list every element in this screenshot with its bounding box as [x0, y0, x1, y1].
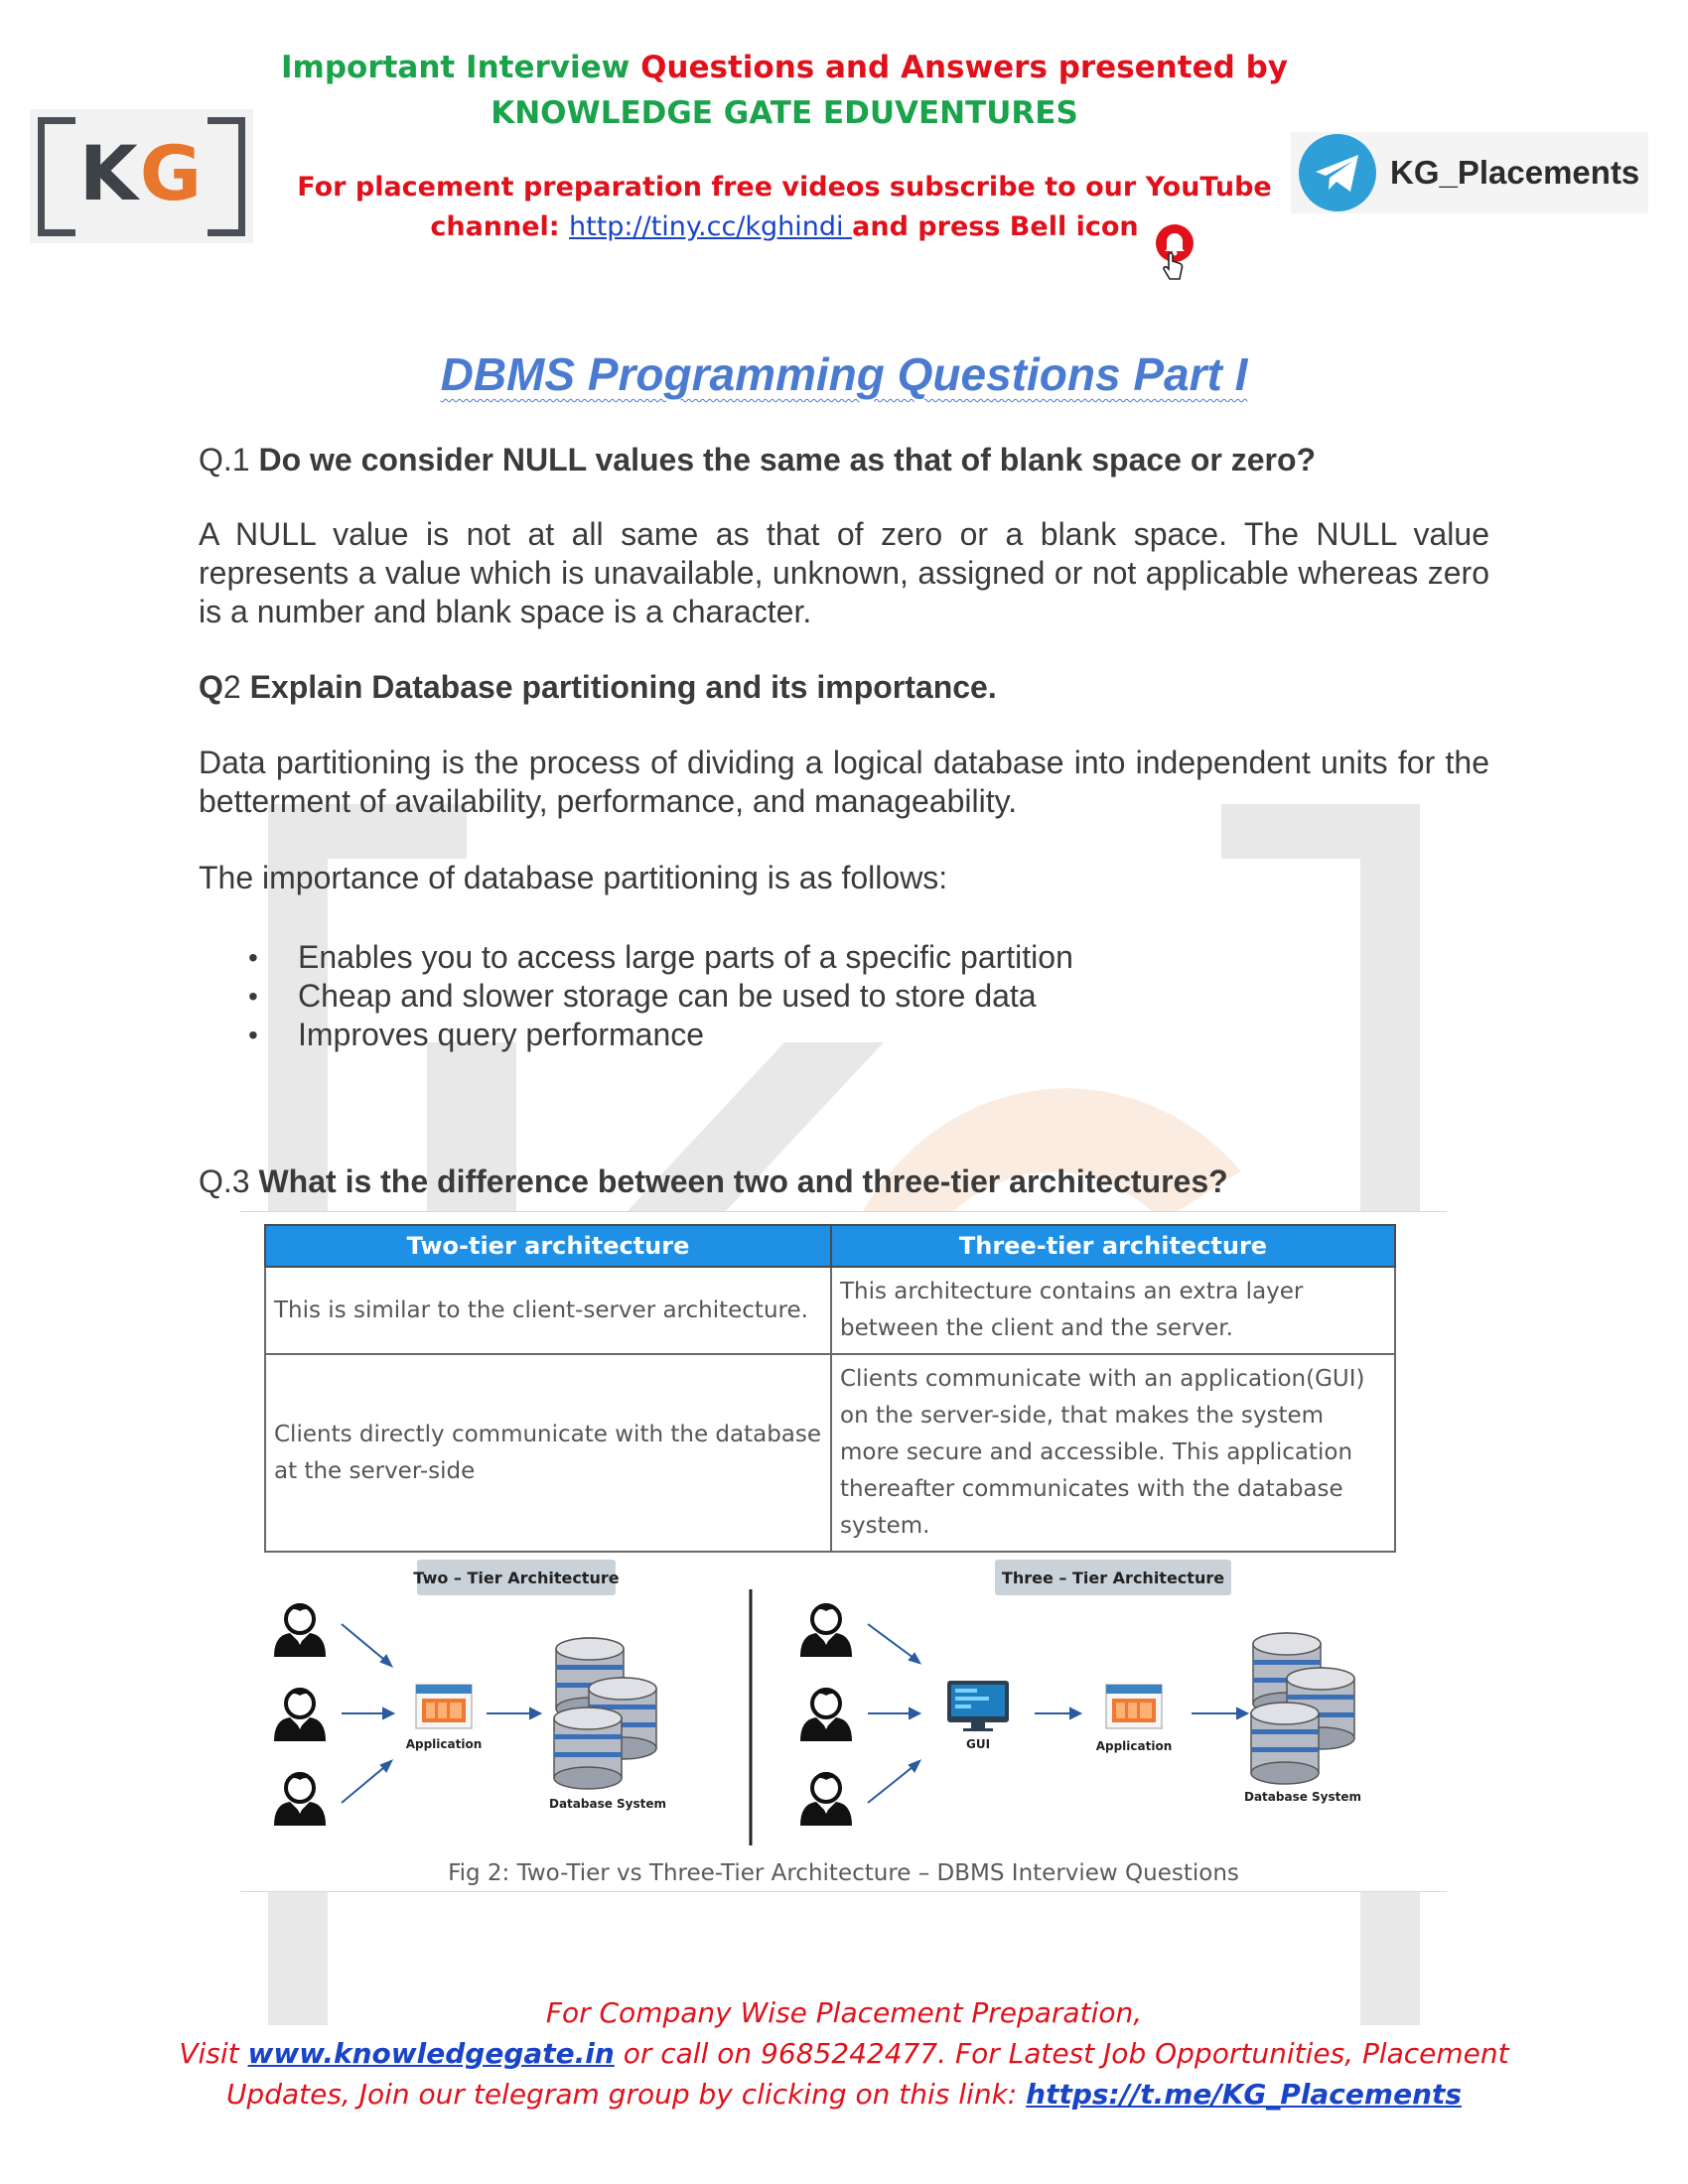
database-icon — [1250, 1702, 1320, 1785]
architecture-figure: Two-tier architecture Three-tier archite… — [240, 1211, 1447, 1892]
header-line-1-green: Important Interview — [281, 50, 641, 85]
header-line-1: Important Interview Questions and Answer… — [258, 45, 1311, 90]
user-icon — [798, 1686, 854, 1743]
bell-icon[interactable] — [1152, 223, 1197, 285]
answer-1: A NULL value is not at all same as that … — [199, 516, 1489, 629]
two-tier-banner — [417, 1560, 616, 1595]
list-item: Cheap and slower storage can be used to … — [248, 977, 1073, 1016]
youtube-link[interactable]: http://tiny.cc/kghindi — [569, 211, 853, 242]
question-3-number: Q.3 — [199, 1163, 259, 1199]
page-title: DBMS Programming Questions Part I — [440, 348, 1248, 400]
question-2-number-bold: Q — [199, 669, 223, 705]
architecture-diagram: Two – Tier Architecture Application Data… — [272, 1560, 1361, 1845]
header-line-2: KNOWLEDGE GATE EDUVENTURES — [491, 95, 1078, 131]
question-1-number: Q.1 — [199, 442, 259, 478]
table-cell: Clients directly communicate with the da… — [264, 1353, 832, 1553]
user-icon — [272, 1686, 328, 1743]
footer-line-2: Visit www.knowledgegate.in or call on 96… — [149, 2033, 1539, 2074]
figure-caption: Fig 2: Two-Tier vs Three-Tier Architectu… — [448, 1860, 1239, 1886]
footer-line-3: Updates, Join our telegram group by clic… — [149, 2074, 1539, 2115]
question-3-text: What is the difference between two and t… — [258, 1163, 1228, 1199]
question-1: Q.1 Do we consider NULL values the same … — [199, 440, 1316, 479]
logo-frame-right — [208, 117, 245, 236]
question-2-number: 2 — [222, 669, 250, 705]
logo-frame-left — [38, 117, 75, 236]
table-cell: This is similar to the client-server arc… — [264, 1266, 832, 1355]
website-link[interactable]: www.knowledgegate.in — [247, 2037, 615, 2070]
footer: For Company Wise Placement Preparation, … — [149, 1992, 1539, 2115]
table-cell: This architecture contains an extra laye… — [830, 1266, 1396, 1355]
footer-line-1: For Company Wise Placement Preparation, — [545, 1996, 1143, 2029]
database-label: Database System — [549, 1797, 666, 1811]
header-line-4: channel: http://tiny.cc/kghindi and pres… — [258, 207, 1311, 247]
architecture-comparison-table: Two-tier architecture Three-tier archite… — [264, 1224, 1396, 1553]
footer-line-3-text: Updates, Join our telegram group by clic… — [225, 2078, 1027, 2111]
telegram-icon — [1299, 134, 1376, 211]
application-label: Application — [406, 1737, 483, 1751]
header-line-3: For placement preparation free videos su… — [297, 172, 1272, 203]
database-label: Database System — [1244, 1790, 1361, 1804]
telegram-link[interactable]: https://t.me/KG_Placements — [1026, 2078, 1463, 2111]
logo-letters: KG — [30, 129, 253, 217]
question-2-text: Explain Database partitioning and its im… — [249, 669, 997, 705]
two-tier-label: Two – Tier Architecture — [413, 1569, 619, 1587]
application-label: Application — [1096, 1739, 1173, 1753]
user-icon — [798, 1770, 854, 1828]
table-header: Three-tier architecture — [830, 1224, 1396, 1268]
table-cell: Clients communicate with an application(… — [830, 1353, 1396, 1553]
table-row: Clients directly communicate with the da… — [264, 1353, 1396, 1553]
answer-2: Data partitioning is the process of divi… — [199, 745, 1489, 819]
question-1-text: Do we consider NULL values the same as t… — [258, 442, 1317, 478]
question-3: Q.3 What is the difference between two a… — [199, 1161, 1228, 1201]
three-tier-label: Three – Tier Architecture — [1002, 1569, 1224, 1587]
user-icon — [272, 1770, 328, 1828]
paper-plane-icon — [1316, 155, 1358, 192]
application-icon — [415, 1684, 473, 1729]
gui-monitor-icon — [947, 1681, 1009, 1731]
kg-logo: KG — [30, 109, 253, 243]
list-item: Improves query performance — [248, 1016, 1073, 1054]
footer-line-2-text: or call on 9685242477. For Latest Job Op… — [614, 2037, 1509, 2070]
database-icon — [553, 1706, 623, 1790]
user-icon — [798, 1601, 854, 1659]
logo-letter-k: K — [78, 129, 140, 217]
header-line-4-suffix: and press Bell icon — [852, 211, 1139, 242]
telegram-label: KG_Placements — [1390, 154, 1640, 191]
table-row: This is similar to the client-server arc… — [264, 1266, 1396, 1355]
gui-label: GUI — [966, 1737, 990, 1751]
question-2: Q2 Explain Database partitioning and its… — [199, 667, 997, 707]
answer-2-intro: The importance of database partitioning … — [199, 860, 948, 895]
three-tier-banner — [995, 1560, 1231, 1595]
header-line-4-prefix: channel: — [430, 211, 569, 242]
partitioning-benefits-list: Enables you to access large parts of a s… — [248, 938, 1073, 1054]
header-line-1-red: Questions and Answers presented by — [640, 50, 1288, 85]
header-banner: Important Interview Questions and Answer… — [258, 45, 1311, 247]
logo-letter-g: G — [139, 129, 205, 217]
list-item: Enables you to access large parts of a s… — [248, 938, 1073, 977]
user-icon — [272, 1601, 328, 1659]
table-header-row: Two-tier architecture Three-tier archite… — [264, 1224, 1396, 1268]
footer-visit-label: Visit — [179, 2037, 248, 2070]
application-icon — [1105, 1684, 1163, 1729]
telegram-badge[interactable]: KG_Placements — [1291, 132, 1648, 213]
table-header: Two-tier architecture — [264, 1224, 832, 1268]
